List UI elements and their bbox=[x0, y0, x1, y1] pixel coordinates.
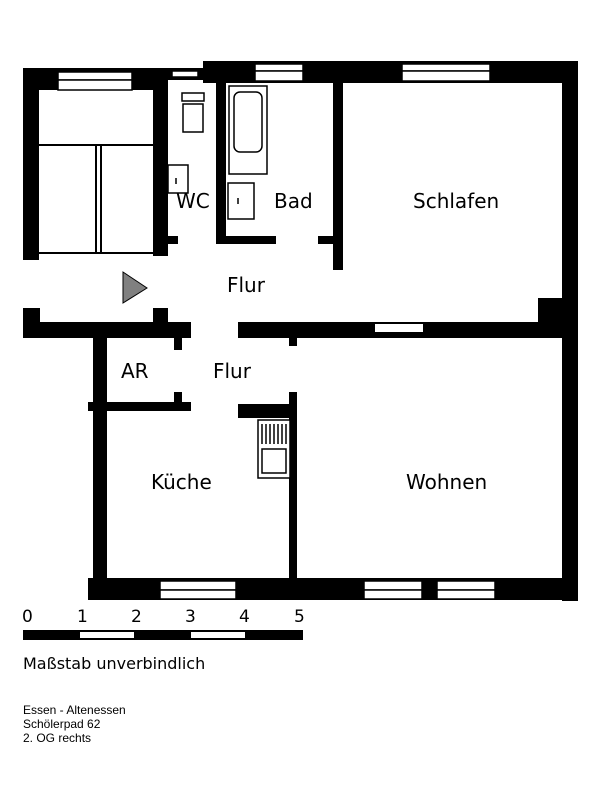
address-city: Essen - Altenessen bbox=[23, 703, 126, 717]
walls bbox=[23, 61, 578, 601]
scale-number: 2 bbox=[131, 607, 142, 627]
fixtures bbox=[167, 85, 291, 479]
scale-number: 5 bbox=[294, 607, 305, 627]
toilet-icon bbox=[182, 103, 204, 133]
room-label-bad: Bad bbox=[274, 189, 313, 213]
scale-number: 3 bbox=[185, 607, 196, 627]
room-label-flur-upper: Flur bbox=[227, 273, 266, 297]
room-label-ar: AR bbox=[121, 359, 149, 383]
scale-bar: 0 1 2 3 4 5 bbox=[22, 607, 305, 640]
address-floor: 2. OG rechts bbox=[23, 731, 92, 745]
wc-sink-icon bbox=[167, 164, 189, 194]
scale-number: 1 bbox=[77, 607, 88, 627]
bath-sink-icon bbox=[227, 182, 255, 220]
wc-tank-icon bbox=[181, 92, 205, 102]
room-labels: WC Bad Schlafen Flur Flur AR Küche Wohne… bbox=[121, 189, 499, 494]
entrance-arrow-icon bbox=[122, 271, 148, 304]
room-label-schlafen: Schlafen bbox=[413, 189, 499, 213]
scale-number: 4 bbox=[239, 607, 250, 627]
scale-disclaimer: Maßstab unverbindlich bbox=[23, 654, 206, 673]
room-label-wc: WC bbox=[176, 189, 210, 213]
address-block: Essen - Altenessen Schölerpad 62 2. OG r… bbox=[23, 703, 126, 745]
address-street: Schölerpad 62 bbox=[23, 717, 101, 731]
room-label-flur-lower: Flur bbox=[213, 359, 252, 383]
room-label-wohnen: Wohnen bbox=[406, 470, 487, 494]
room-label-kueche: Küche bbox=[151, 470, 212, 494]
staircase bbox=[39, 144, 153, 254]
windows bbox=[57, 63, 496, 600]
scale-number: 0 bbox=[22, 607, 33, 627]
